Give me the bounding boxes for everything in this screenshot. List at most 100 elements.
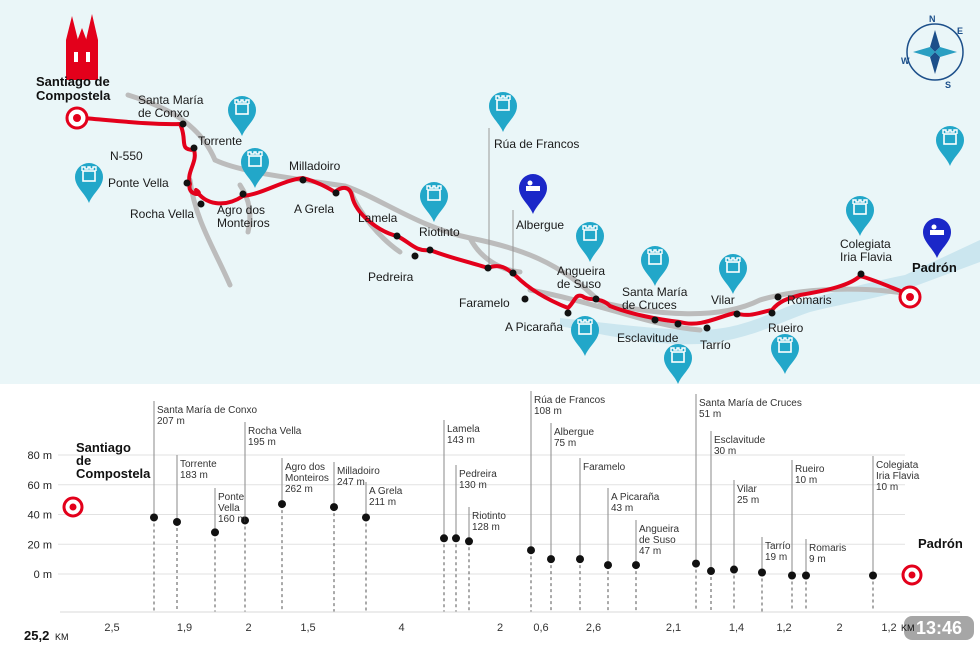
profile-point-rueiro (788, 571, 796, 580)
map-place-label-lamela: Lamela (358, 211, 398, 225)
y-tick-label: 0 m (34, 569, 52, 581)
profile-point-label-rocha-vella: Rocha Vella (248, 426, 302, 437)
map-place-dot-tarrio (703, 324, 711, 332)
map-place-label-colegiata-iria-flavia: Colegiata (840, 237, 891, 251)
map-place-dot-colegiata-iria-flavia (857, 270, 865, 278)
profile-point-label-angueira-de-suso: de Suso (639, 535, 676, 546)
svg-text:E: E (957, 26, 963, 36)
distance-segment: 1,5 (300, 622, 315, 634)
profile-altitude-tarrio: 19 m (765, 552, 787, 563)
compass-rose-icon: N E S W (901, 14, 964, 90)
monument-pin-icon (936, 126, 964, 166)
profile-point-vilar (730, 565, 738, 574)
profile-altitude-rua-de-francos: 108 m (534, 406, 562, 417)
albergue-pin-icon (519, 174, 547, 214)
start-target-icon (65, 106, 89, 130)
map-place-dot-santa-maria-de-conxo (179, 120, 187, 128)
distance-segment: 4 (398, 622, 404, 634)
distance-segment: 0,6 (533, 622, 548, 634)
monument-pin-icon (846, 196, 874, 236)
road-label: N-550 (110, 149, 143, 163)
distance-segment: 1,2 (881, 622, 896, 634)
map-place-dot-a-picarana (564, 309, 572, 317)
y-axis-ticks: 80 m60 m40 m20 m0 m (28, 450, 52, 581)
profile-altitude-a-grela: 211 m (369, 497, 396, 508)
map-place-dot-ponte-vella (183, 179, 191, 187)
y-tick-label: 40 m (28, 510, 52, 522)
start-city-line2: Compostela (36, 88, 111, 103)
map-place-dot-rocha-vella (197, 200, 205, 208)
end-city: Padrón (912, 260, 957, 275)
map-place-label-a-picarana: A Picaraña (505, 320, 563, 334)
monument-pin-icon (719, 254, 747, 294)
route-line (80, 116, 910, 326)
map-place-label-ponte-vella: Ponte Vella (108, 176, 169, 190)
distance-segment: 2,5 (104, 622, 119, 634)
profile-point-label-ponte-vella: Ponte (218, 492, 245, 503)
profile-altitude-torrente: 183 m (180, 470, 208, 481)
map-place-label-agro-dos-monteiros: Monteiros (217, 216, 270, 230)
map-place-label-angueira-de-suso: de Suso (557, 277, 601, 291)
map-place-dot-lamela (393, 232, 401, 240)
monument-pin-icon (664, 344, 692, 384)
profile-points (150, 500, 877, 580)
map-place-dot-romaris (774, 293, 782, 301)
profile-point-label-faramelo: Faramelo (583, 462, 626, 473)
map-place-label-agro-dos-monteiros: Agro dos (217, 203, 265, 217)
profile-point-santa-maria-de-cruces (692, 559, 700, 568)
profile-altitude-rocha-vella: 195 m (248, 437, 276, 448)
map-place-dot-riotinto (426, 246, 434, 254)
profile-point-label-riotinto: Riotinto (472, 511, 506, 522)
profile-point-esclavitude (707, 567, 715, 576)
profile-altitude-a-picarana: 43 m (611, 503, 633, 514)
profile-point-label-albergue: Albergue (554, 427, 594, 438)
profile-point-label-esclavitude: Esclavitude (714, 435, 766, 446)
map-place-label-vilar: Vilar (711, 293, 735, 307)
map-place-label-torrente: Torrente (198, 134, 242, 148)
distance-segment: 1,4 (729, 622, 744, 634)
profile-altitude-angueira-de-suso: 47 m (639, 546, 661, 557)
monument-pin-icon (228, 96, 256, 136)
profile-altitude-pedreira: 130 m (459, 480, 487, 491)
profile-point-lamela (440, 534, 448, 543)
total-distance: 25,2 (24, 628, 49, 643)
profile-point-label-colegiata-iria-flavia: Iria Flavia (876, 471, 920, 482)
profile-point-label-tarrio: Tarrío (765, 541, 791, 552)
profile-point-torrente (173, 517, 181, 526)
profile-point-label-torrente: Torrente (180, 459, 217, 470)
monument-pin-icon (576, 222, 604, 262)
profile-start-line3: Compostela (76, 466, 151, 481)
profile-point-ponte-vella (211, 528, 219, 537)
profile-point-label-vilar: Vilar (737, 484, 757, 495)
profile-point-label-a-grela: A Grela (369, 486, 403, 497)
map-background (0, 0, 980, 384)
distance-segment: 1,9 (177, 622, 192, 634)
map-place-label-santa-maria-de-conxo: Santa María (138, 93, 204, 107)
profile-start-line2: de (76, 453, 91, 468)
distance-segment: 2 (497, 622, 503, 634)
distance-segment: 2 (836, 622, 842, 634)
profile-point-label-milladoiro: Milladoiro (337, 466, 380, 477)
profile-point-label-romaris: Romaris (809, 543, 846, 554)
elevation-profile: 80 m60 m40 m20 m0 m Santa María de Conxo… (0, 384, 980, 651)
profile-point-label-rua-de-francos: Rúa de Francos (534, 395, 605, 406)
map-place-dot-faramelo (521, 295, 529, 303)
map-place-label-colegiata-iria-flavia: Iria Flavia (840, 250, 892, 264)
map-place-label-a-grela: A Grela (294, 202, 334, 216)
map-place-dot-torrente (190, 144, 198, 152)
status-clock: 13:46 (904, 616, 974, 640)
map-place-dot-milladoiro (299, 176, 307, 184)
profile-end: Padrón (918, 536, 963, 551)
map-place-dot-a-grela (332, 189, 340, 197)
monument-pin-icon (771, 334, 799, 374)
profile-altitude-colegiata-iria-flavia: 10 m (876, 482, 898, 493)
monument-pin-icon (571, 316, 599, 356)
map-place-label-angueira-de-suso: Angueira (557, 264, 605, 278)
map-place-label-rocha-vella: Rocha Vella (130, 207, 194, 221)
profile-start-target-icon (62, 496, 84, 518)
